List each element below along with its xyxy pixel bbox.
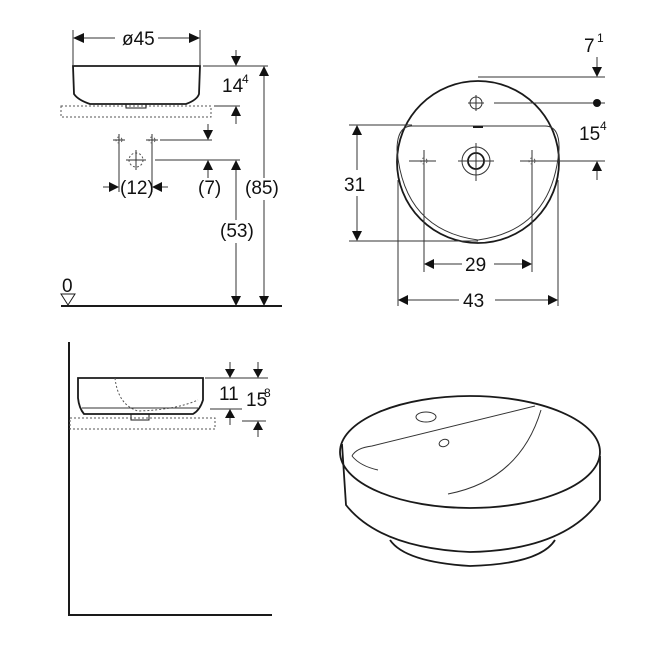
isometric-view — [339, 395, 601, 567]
depth-label: 31 — [344, 175, 365, 196]
height-sup: 4 — [242, 72, 249, 86]
tap-offset-label: (7) — [198, 178, 221, 199]
tap-spacing-label: (12) — [120, 178, 154, 199]
height-label: 14 — [222, 76, 244, 97]
top-view: 7 1 15 4 31 29 43 — [344, 31, 607, 312]
side-view: ø45 14 4 (12 — [60, 29, 282, 307]
tap-offset-sup: 4 — [600, 119, 607, 133]
diameter-label: ø45 — [122, 29, 155, 50]
tap-height-label: (53) — [220, 221, 254, 242]
outer-height-label: 15 — [246, 390, 267, 411]
tap-hole-markers — [113, 134, 158, 170]
width-label: 43 — [463, 291, 484, 312]
section-view: 11 15 8 — [68, 342, 272, 616]
hole-spacing-label: 29 — [465, 255, 486, 276]
outer-height-sup: 8 — [264, 386, 271, 400]
tap-offset-label: 15 — [579, 124, 600, 145]
total-height-label: (85) — [245, 178, 279, 199]
inner-height-label: 11 — [219, 384, 239, 405]
top-offset-sup: 1 — [597, 31, 604, 45]
floor-level-label: 0 — [62, 276, 73, 297]
top-offset-label: 7 — [584, 36, 595, 57]
